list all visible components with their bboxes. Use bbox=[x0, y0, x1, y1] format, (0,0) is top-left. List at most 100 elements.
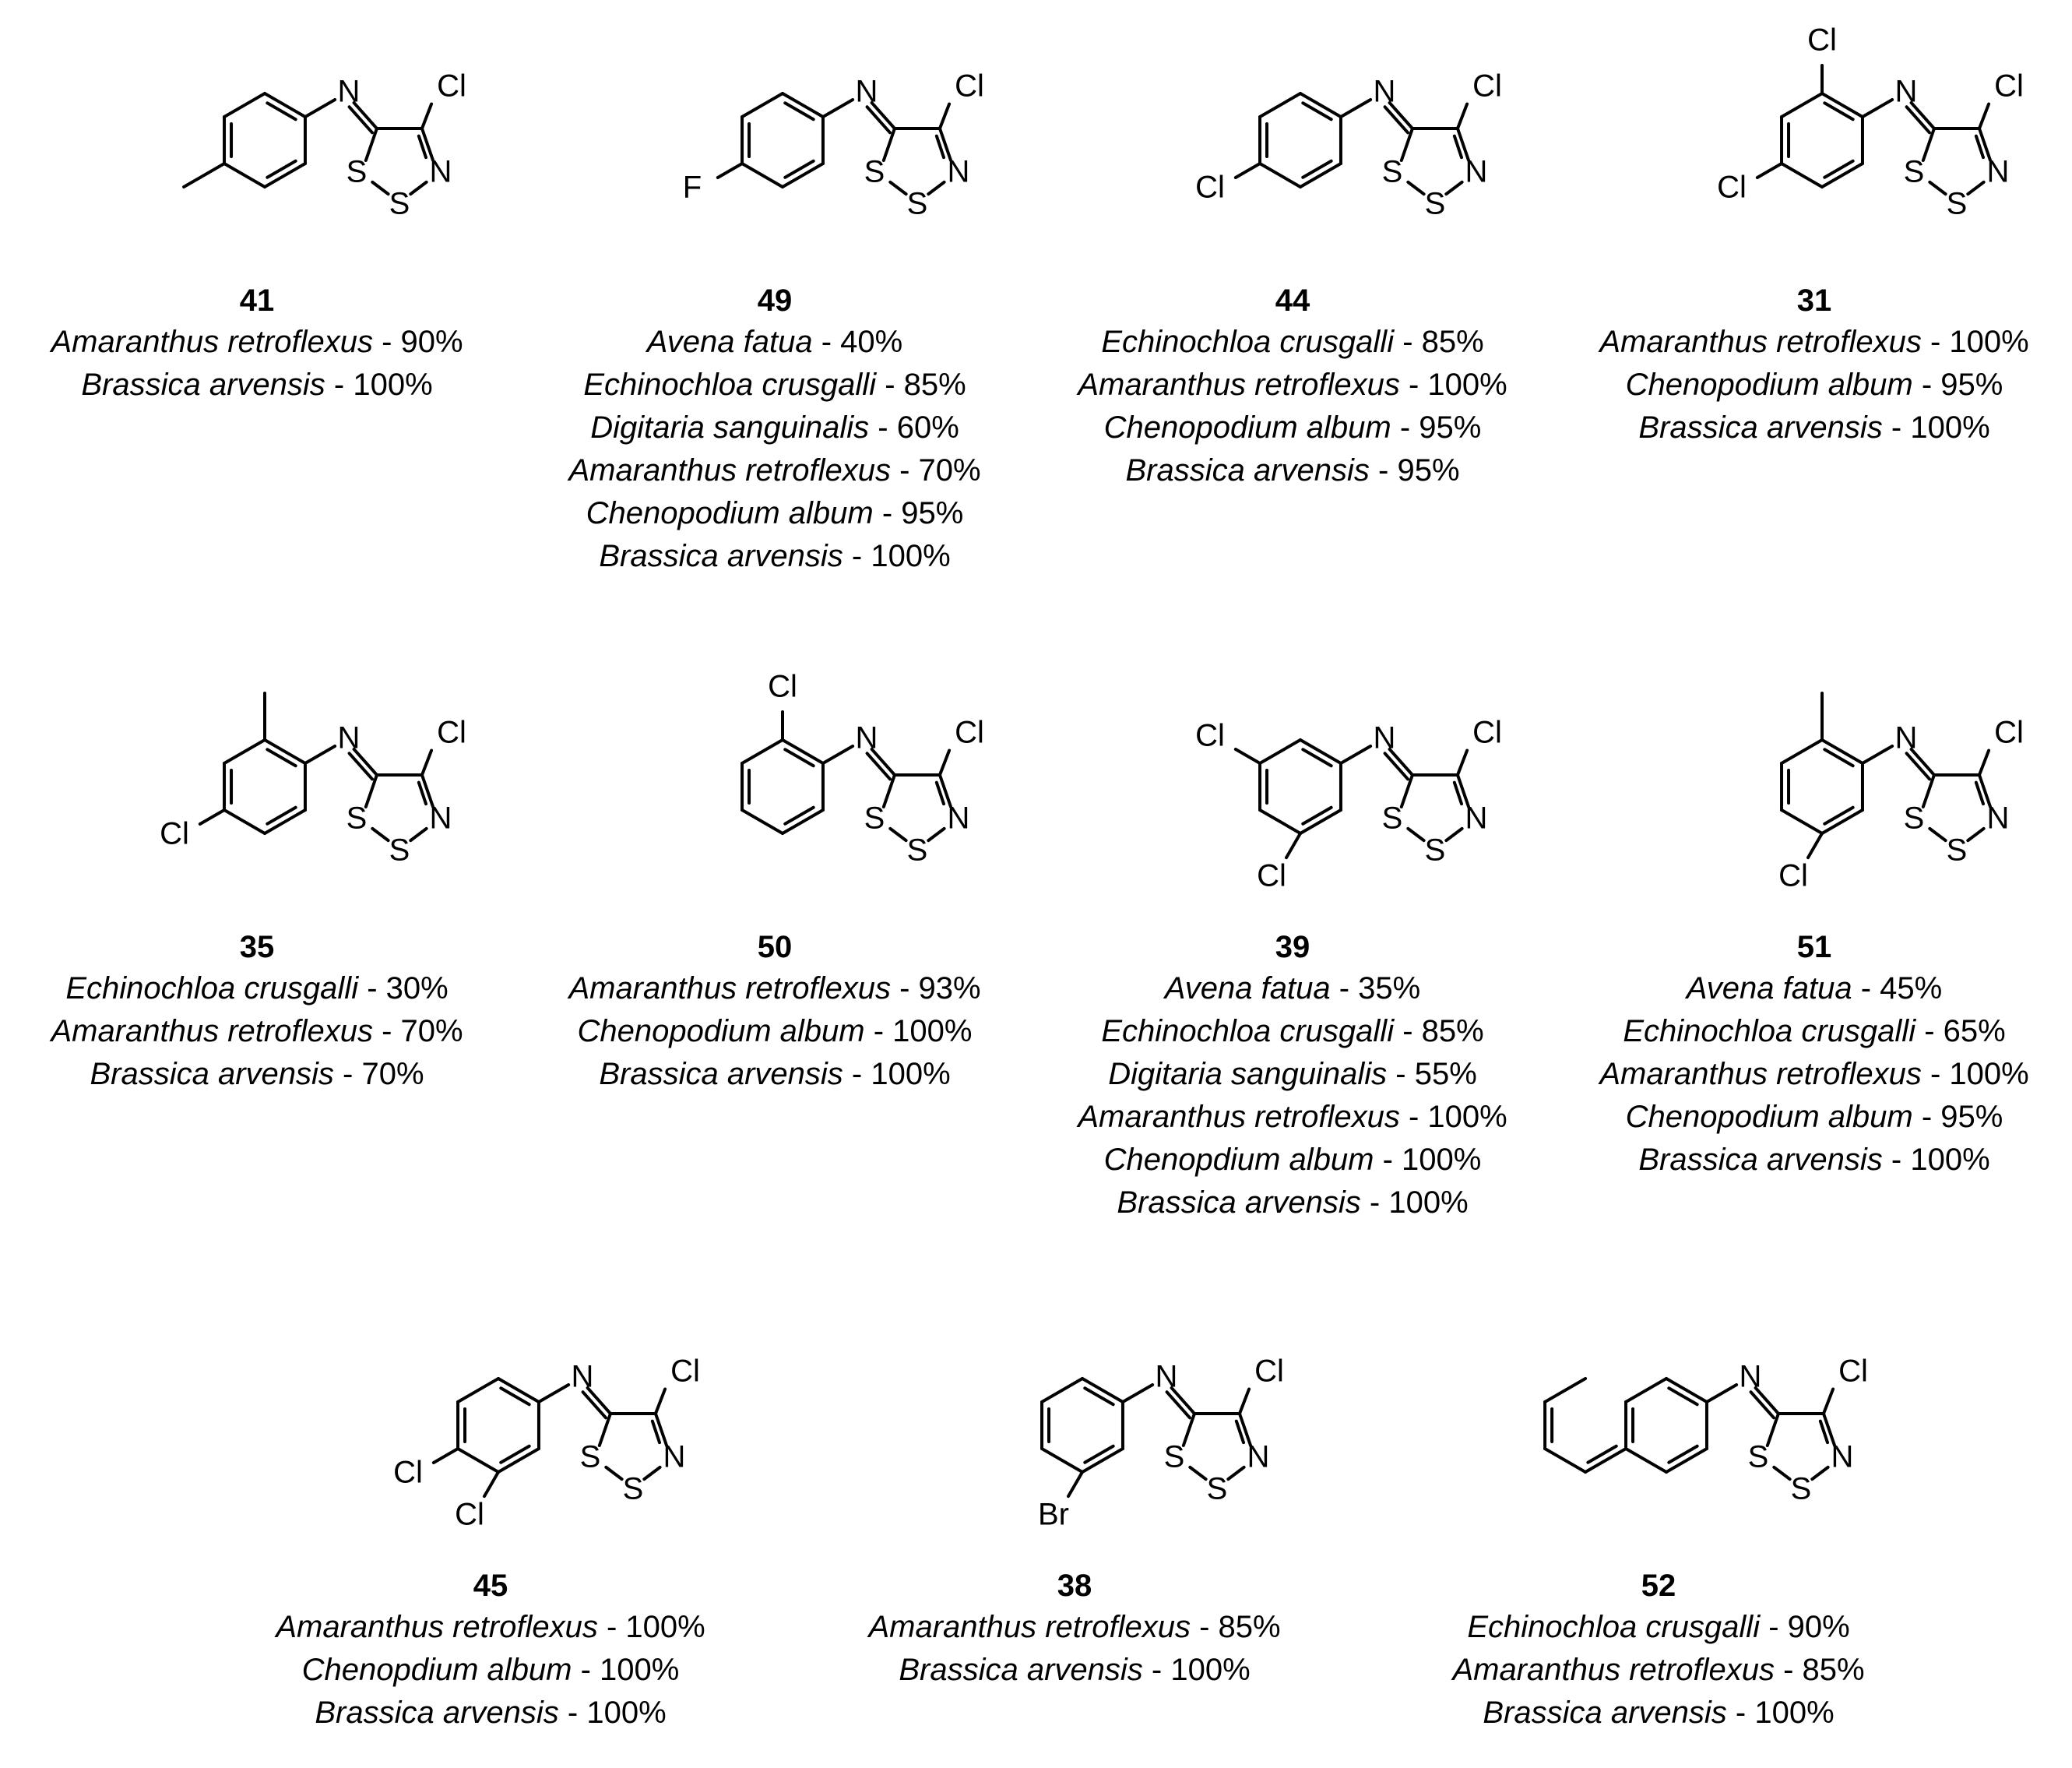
ring-c4-n-double-bond bbox=[1974, 780, 1986, 806]
ring-c4-n-double-bond bbox=[650, 1419, 662, 1445]
ring-s-c5-bond bbox=[881, 773, 896, 808]
activity-value: 100% bbox=[1402, 1143, 1482, 1177]
chlorine-bond bbox=[1285, 832, 1302, 860]
activity-line: Chenopodium album - 95% bbox=[1557, 364, 2071, 407]
activity-value: 90% bbox=[400, 325, 463, 359]
activity-line: Amaranthus retroflexus - 70% bbox=[518, 449, 1032, 492]
species-name: Avena fatua bbox=[646, 325, 813, 359]
ring-s-c5-bond bbox=[1921, 773, 1936, 808]
benzene-bond bbox=[1040, 1377, 1084, 1403]
imine-nitrogen-label: N bbox=[1374, 75, 1396, 109]
benzene-bond bbox=[1299, 92, 1342, 118]
ring-c4-n-double-bond bbox=[417, 780, 428, 806]
benzene-double-bond bbox=[1823, 805, 1855, 826]
separator: - bbox=[1912, 368, 1941, 402]
ring-sulfur-label: S bbox=[1947, 833, 1968, 868]
chlorine-label: Cl bbox=[1778, 859, 1808, 893]
separator: - bbox=[325, 368, 354, 402]
chlorine-label: Cl bbox=[1472, 716, 1502, 750]
activity-value: 40% bbox=[840, 325, 903, 359]
activity-line: Echinochloa crusgalli - 85% bbox=[1036, 321, 1550, 364]
ring-s-c5-bond bbox=[1765, 1412, 1780, 1447]
c4-cl-bond bbox=[1237, 1387, 1251, 1415]
aryl-n-bond bbox=[536, 1382, 571, 1403]
activity-value: 100% bbox=[1949, 1057, 2029, 1091]
c4-cl-bond bbox=[938, 748, 952, 777]
activity-value: 95% bbox=[1419, 410, 1482, 445]
imine-nitrogen-label: N bbox=[572, 1360, 594, 1394]
ring-nitrogen-label: N bbox=[1247, 1440, 1270, 1474]
benzene-bond bbox=[223, 92, 266, 118]
ring-sulfur-label: S bbox=[1425, 833, 1446, 868]
bromine-label: Br bbox=[1038, 1498, 1069, 1532]
species-name: Brassica arvensis bbox=[599, 1057, 843, 1091]
ring-n-s-bond bbox=[1226, 1465, 1246, 1481]
activity-value: 70% bbox=[918, 453, 981, 488]
benzene-double-bond bbox=[1083, 1386, 1115, 1407]
ring-sulfur-label: S bbox=[580, 1440, 601, 1474]
naphthalene-bond bbox=[1543, 1377, 1588, 1403]
ring-s-c5-bond bbox=[364, 127, 378, 162]
activity-value: 100% bbox=[871, 539, 951, 573]
benzene-bond bbox=[1081, 1447, 1124, 1474]
benzene-bond bbox=[497, 1447, 540, 1474]
benzene-bond bbox=[741, 92, 784, 118]
benzene-bond bbox=[456, 1377, 500, 1403]
separator: - bbox=[1369, 453, 1398, 488]
compound-number: 35 bbox=[239, 930, 275, 964]
species-name: Amaranthus retroflexus bbox=[51, 1014, 373, 1048]
benzene-bond bbox=[1258, 162, 1302, 188]
separator: - bbox=[812, 325, 841, 359]
ring-n-s-bond bbox=[409, 826, 428, 843]
activity-value: 70% bbox=[361, 1057, 424, 1091]
chlorine-label: Cl bbox=[437, 716, 466, 750]
species-name: Chenopodium album bbox=[1625, 368, 1913, 402]
imine-nitrogen-label: N bbox=[1740, 1360, 1762, 1394]
activity-value: 85% bbox=[903, 368, 966, 402]
chlorine-label: Cl bbox=[1717, 171, 1747, 205]
species-name: Chenopodium album bbox=[1625, 1100, 1913, 1134]
chlorine-label: Cl bbox=[437, 69, 466, 104]
activity-value: 85% bbox=[1218, 1610, 1281, 1644]
separator: - bbox=[873, 496, 902, 530]
benzene-bond bbox=[456, 1447, 500, 1474]
ring-sulfur-label: S bbox=[623, 1472, 644, 1506]
ring-nitrogen-label: N bbox=[430, 801, 452, 836]
activity-line: Echinochloa crusgalli - 90% bbox=[1402, 1606, 1915, 1649]
activity-line: Chenopdium album - 100% bbox=[234, 1649, 748, 1692]
ring-s-c5-bond bbox=[597, 1412, 612, 1447]
activity-line: Digitaria sanguinalis - 60% bbox=[518, 407, 1032, 449]
activity-line: Brassica arvensis - 95% bbox=[1036, 449, 1550, 492]
activity-line: Brassica arvensis - 100% bbox=[1402, 1692, 1915, 1735]
ring-sulfur-label: S bbox=[389, 833, 410, 868]
imine-nitrogen-label: N bbox=[856, 721, 878, 755]
benzene-bond bbox=[1665, 1377, 1708, 1403]
imine-double-bond bbox=[1383, 105, 1409, 135]
separator: - bbox=[1882, 410, 1911, 445]
species-name: Chenopdium album bbox=[1103, 1143, 1374, 1177]
benzene-bond bbox=[781, 92, 825, 118]
activity-line: Chenopodium album - 95% bbox=[1557, 1096, 2071, 1139]
naphthalene-bond bbox=[1584, 1447, 1628, 1474]
separator: - bbox=[1921, 325, 1950, 359]
ring-n-s-bond bbox=[927, 826, 946, 843]
ring-sulfur-label: S bbox=[1382, 155, 1403, 189]
ring-sulfur-label: S bbox=[347, 155, 368, 189]
activity-line: Brassica arvensis - 100% bbox=[1557, 1139, 2071, 1182]
ring-c4-n-bond bbox=[1455, 127, 1471, 162]
separator: - bbox=[1774, 1653, 1803, 1687]
species-name: Chenopodium album bbox=[577, 1014, 865, 1048]
ring-nitrogen-label: N bbox=[948, 155, 970, 189]
ring-c4-n-double-bond bbox=[1234, 1419, 1246, 1445]
benzene-bond bbox=[781, 738, 825, 765]
chlorine-label: Cl bbox=[160, 817, 189, 851]
activity-line: Chenopodium album - 100% bbox=[518, 1010, 1032, 1053]
imine-nitrogen-label: N bbox=[856, 75, 878, 109]
ring-sulfur-label: S bbox=[1382, 801, 1403, 836]
activity-value: 100% bbox=[1754, 1696, 1835, 1730]
ring-sulfur-label: S bbox=[1904, 155, 1925, 189]
